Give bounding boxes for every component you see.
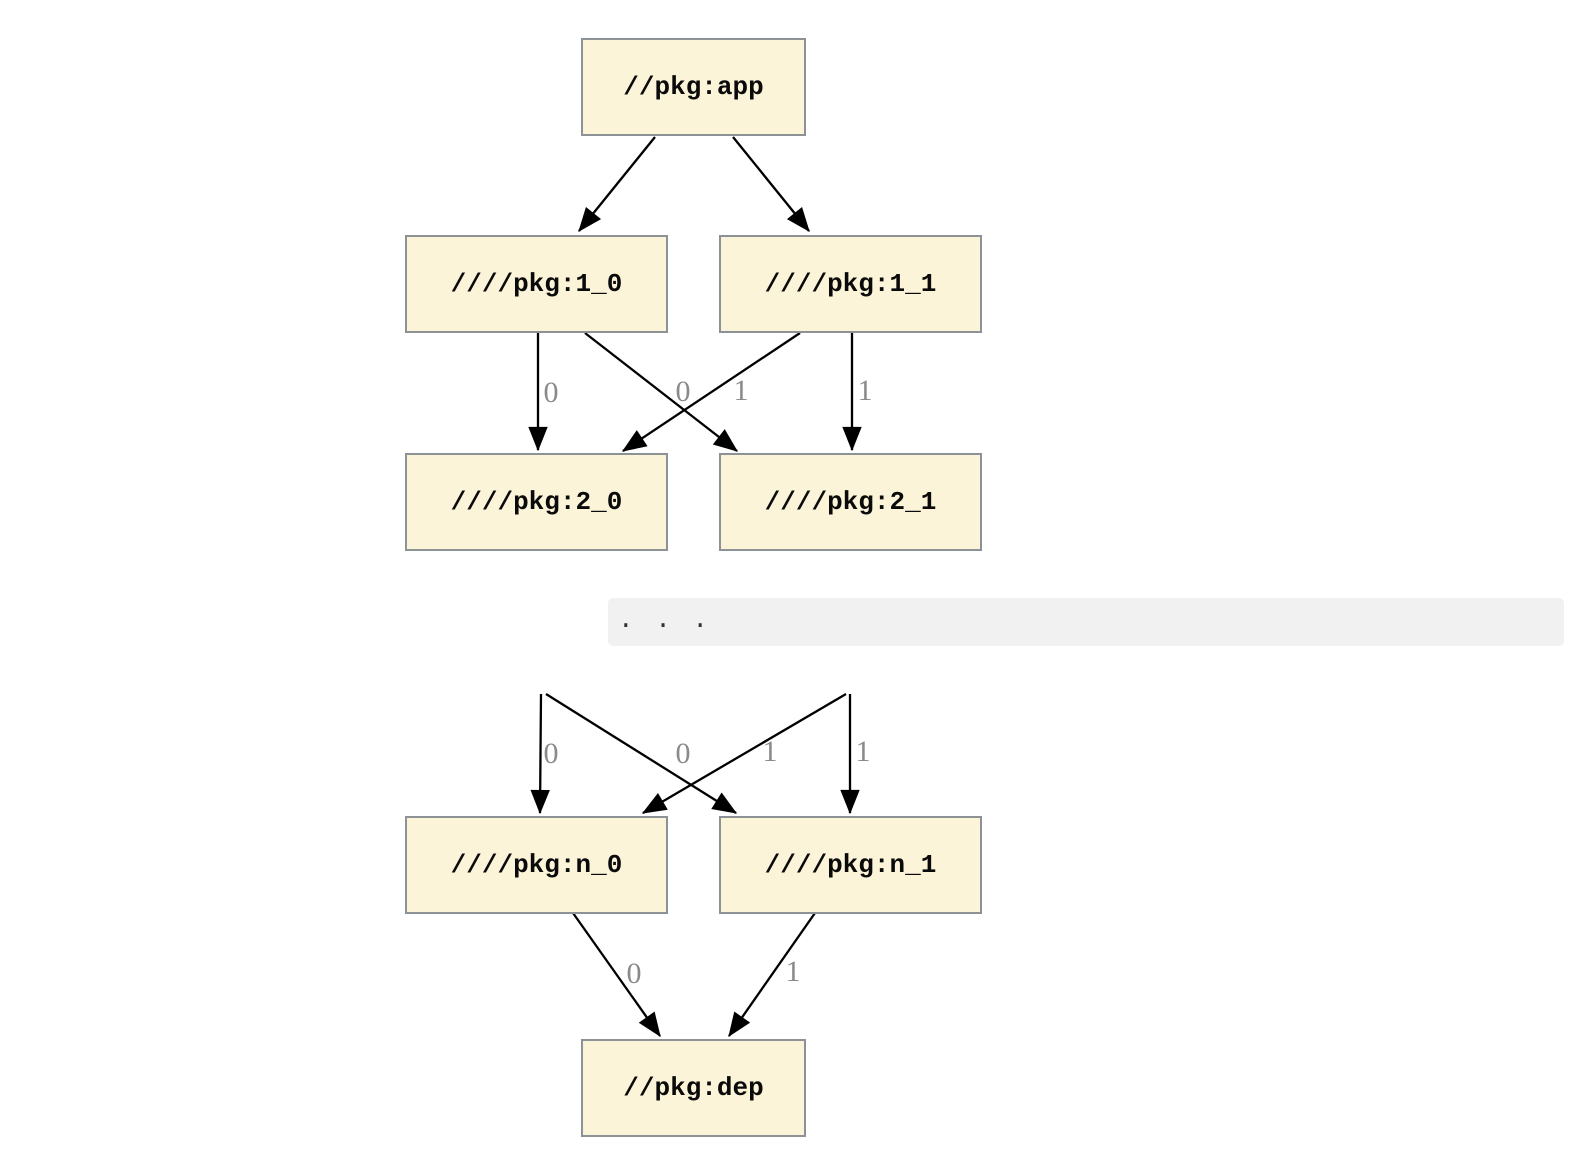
node-pkg-1-1: ////pkg:1_1 — [719, 235, 982, 333]
edge-label-1-0-to-2-0: 0 — [543, 376, 559, 409]
edge-label-n-1-to-dep: 1 — [785, 955, 801, 988]
edge-n-1-to-dep — [728, 912, 816, 1037]
edge-label-n-0-to-dep: 0 — [626, 957, 642, 990]
edge-prev-0-to-n-1 — [545, 693, 738, 814]
edge-app-to-1-0 — [578, 136, 656, 232]
node-pkg-2-0: ////pkg:2_0 — [405, 453, 668, 551]
edge-prev-0-to-n-0 — [530, 693, 550, 815]
node-pkg-dep: //pkg:dep — [581, 1039, 806, 1137]
node-pkg-n-0: ////pkg:n_0 — [405, 816, 668, 914]
node-pkg-2-1: ////pkg:2_1 — [719, 453, 982, 551]
edge-label-prev-0-to-n-0: 0 — [543, 737, 559, 770]
node-pkg-1-0: ////pkg:1_0 — [405, 235, 668, 333]
edge-label-1-1-to-2-0: 1 — [733, 374, 749, 407]
node-pkg-app: //pkg:app — [581, 38, 806, 136]
node-pkg-n-1: ////pkg:n_1 — [719, 816, 982, 914]
ellipsis-band: . . . — [608, 598, 1564, 646]
edge-prev-1-to-n-0 — [641, 693, 847, 814]
edge-label-prev-1-to-n-0: 1 — [762, 735, 778, 768]
edge-1-0-to-2-1 — [584, 332, 738, 452]
edge-n-0-to-dep — [572, 912, 661, 1037]
edge-label-prev-1-to-n-1: 1 — [855, 735, 871, 768]
edge-label-1-1-to-2-1: 1 — [857, 374, 873, 407]
edge-app-to-1-1 — [732, 136, 810, 232]
edge-label-1-0-to-2-1: 0 — [675, 375, 691, 408]
edge-label-prev-0-to-n-1: 0 — [675, 737, 691, 770]
edge-1-1-to-2-0 — [621, 332, 801, 452]
